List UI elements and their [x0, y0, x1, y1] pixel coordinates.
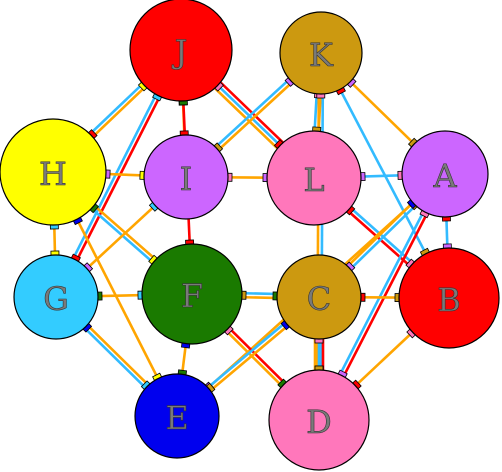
node-label: D [306, 403, 332, 441]
node-label: E [165, 399, 188, 437]
node-circle [0, 118, 107, 226]
node-circle [276, 254, 362, 340]
node-label: C [307, 280, 331, 318]
node-i[interactable]: I [143, 134, 229, 220]
node-d[interactable]: D [268, 369, 370, 471]
node-b[interactable]: B [398, 247, 500, 349]
node-circle [279, 11, 363, 95]
node-circle [266, 130, 362, 226]
node-label: H [39, 155, 67, 193]
node-g[interactable]: G [13, 254, 99, 340]
node-a[interactable]: A [401, 130, 489, 218]
node-k[interactable]: K [279, 11, 363, 95]
node-circle [134, 373, 220, 459]
node-circle [13, 254, 99, 340]
node-label: J [172, 33, 188, 71]
node-label: L [303, 161, 324, 199]
edges-layer [50, 46, 452, 423]
node-e[interactable]: E [134, 373, 220, 459]
node-label: B [437, 281, 461, 319]
node-f[interactable]: F [141, 243, 243, 345]
node-label: F [181, 277, 203, 315]
node-circle [141, 243, 243, 345]
node-label: I [180, 160, 193, 198]
node-label: A [432, 157, 457, 195]
edge-K-D [315, 52, 325, 421]
node-circle [268, 369, 370, 471]
node-label: K [309, 36, 334, 74]
node-c[interactable]: C [276, 254, 362, 340]
edge-strand [315, 52, 321, 421]
node-circle [398, 247, 500, 349]
node-l[interactable]: L [266, 130, 362, 226]
node-circle [143, 134, 229, 220]
node-label: G [43, 280, 69, 318]
edge-strand [319, 52, 325, 421]
node-h[interactable]: H [0, 118, 107, 226]
node-j[interactable]: J [129, 0, 233, 102]
node-circle [129, 0, 233, 102]
node-circle [401, 130, 489, 218]
